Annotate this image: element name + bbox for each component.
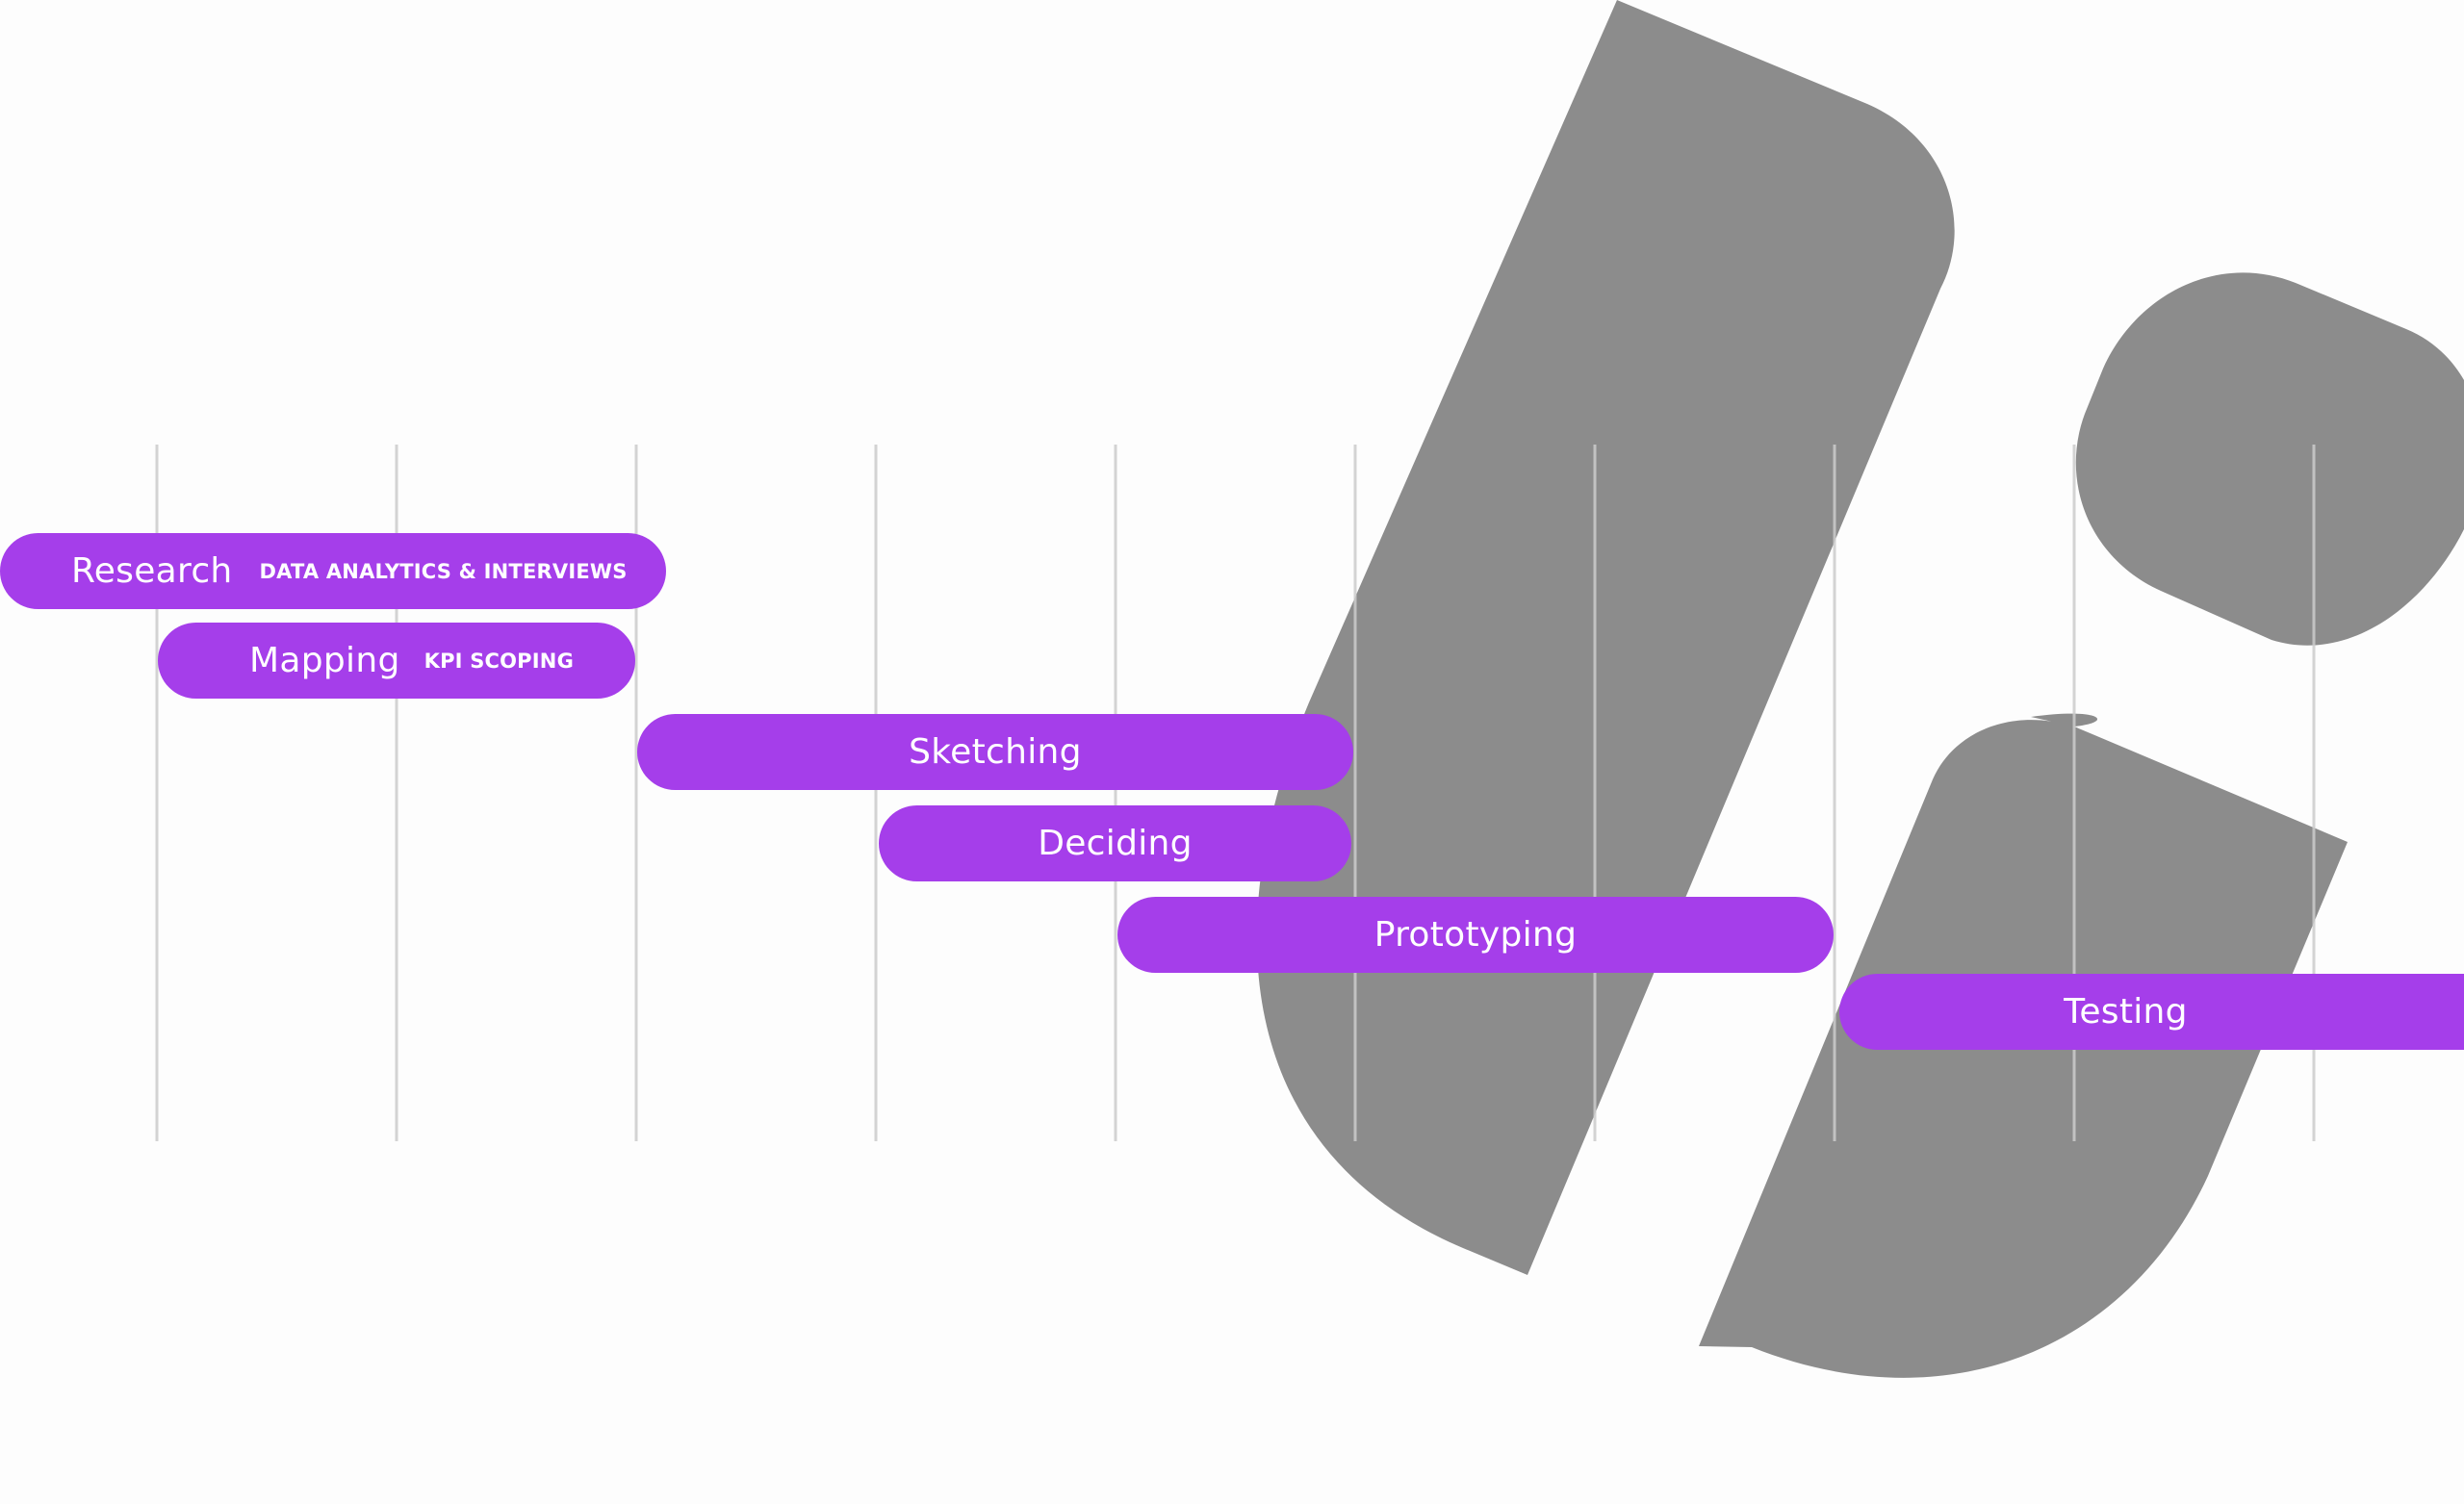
phase-bar-testing: Testing — [1839, 974, 2464, 1050]
phase-bar-deciding: Deciding — [879, 805, 1351, 881]
phase-bar-prototyping: Prototyping — [1117, 897, 1834, 973]
phase-sublabel-mapping: KPI SCOPING — [424, 649, 575, 673]
phase-label-testing: Testing — [2064, 992, 2188, 1032]
phase-bar-mapping: Mapping KPI SCOPING — [158, 623, 635, 699]
round-dot-shape — [2075, 272, 2464, 646]
phase-bar-research: Research DATA ANALYTICS & INTERVIEWS — [0, 533, 666, 609]
phase-sublabel-research: DATA ANALYTICS & INTERVIEWS — [259, 559, 628, 583]
phase-label-mapping: Mapping — [249, 641, 400, 680]
phase-label-prototyping: Prototyping — [1373, 915, 1578, 955]
phase-label-sketching: Sketching — [909, 732, 1082, 772]
phase-label-research: Research — [71, 551, 233, 591]
phase-bar-sketching: Sketching — [637, 714, 1353, 790]
phase-label-deciding: Deciding — [1038, 824, 1193, 863]
